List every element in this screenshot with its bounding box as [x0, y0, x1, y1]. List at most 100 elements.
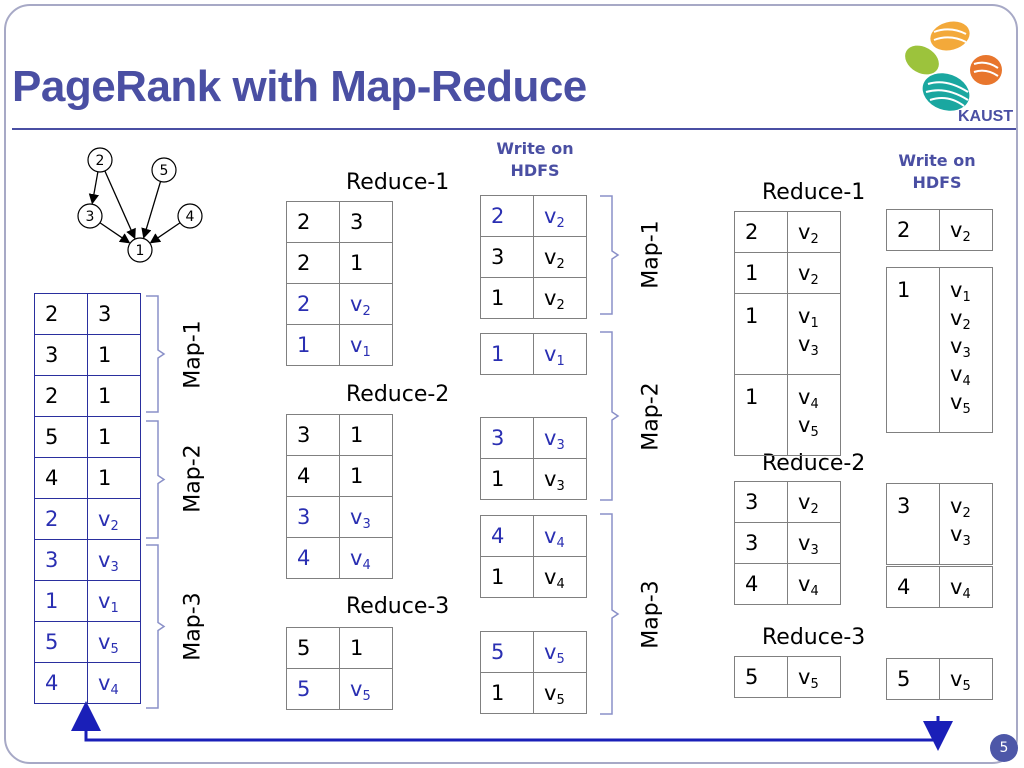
reduce-1-label: Reduce-1	[346, 170, 450, 195]
value-symbol: v	[950, 390, 963, 414]
value-cell: v3	[533, 458, 587, 500]
key-cell: 4	[34, 662, 88, 704]
graph-edge-5-1	[141, 181, 162, 239]
value-symbol: 1	[98, 384, 112, 408]
value-subscript: 3	[556, 479, 565, 494]
key-cell: 4	[286, 455, 340, 497]
key-cell: 2	[286, 242, 340, 284]
value-line: v5	[950, 667, 992, 694]
graph-node-4	[177, 203, 203, 229]
value-symbol: v	[798, 261, 811, 285]
graph-edge-3-1	[99, 222, 131, 244]
right-reduce-3-label: Reduce-3	[762, 625, 866, 650]
value-cell: v2	[787, 211, 841, 253]
key-cell: 5	[886, 658, 940, 700]
value-symbol: v	[544, 565, 557, 589]
key-cell: 2	[886, 209, 940, 251]
value-symbol: 1	[98, 466, 112, 490]
reduce-2-label: Reduce-2	[346, 382, 450, 407]
middle-map-1-label: Map-1	[638, 220, 664, 289]
value-symbol: v	[98, 548, 111, 572]
graph-node-1	[127, 237, 153, 263]
value-subscript: 3	[110, 560, 119, 575]
slide-frame	[4, 4, 1018, 764]
value-symbol: v	[798, 413, 811, 437]
value-cell: v5	[787, 656, 841, 698]
graph-edge-2-1	[104, 170, 136, 240]
key-cell: 3	[734, 522, 788, 564]
value-symbol: 1	[350, 423, 364, 447]
value-symbol: v	[798, 665, 811, 689]
value-symbol: v	[350, 333, 363, 357]
middle-map-3-label: Map-3	[638, 580, 664, 649]
value-cell: v2	[533, 236, 587, 278]
hdfs-label-middle-line-2: HDFS	[510, 161, 560, 180]
key-cell: 2	[286, 201, 340, 243]
value-subscript: 5	[962, 402, 971, 417]
value-subscript: 2	[556, 257, 565, 272]
graph-node-3	[77, 203, 103, 229]
key-cell: 2	[34, 293, 88, 335]
key-cell: 5	[480, 631, 534, 673]
value-subscript: 2	[556, 298, 565, 313]
key-cell: 3	[286, 414, 340, 456]
value-subscript: 3	[962, 346, 971, 361]
key-cell: 5	[286, 668, 340, 710]
value-subscript: 5	[556, 652, 565, 667]
value-subscript: 1	[362, 345, 371, 360]
value-symbol: v	[544, 426, 557, 450]
key-cell: 1	[286, 324, 340, 366]
kaust-logo-text: KAUST	[958, 108, 1014, 125]
value-line: v5	[798, 665, 840, 692]
value-cell: 1	[339, 414, 393, 456]
value-subscript: 1	[556, 354, 565, 369]
value-cell: v2	[533, 195, 587, 237]
key-cell: 2	[734, 211, 788, 253]
value-subscript: 4	[810, 397, 819, 412]
hdfs-label-right: Write on HDFS	[880, 150, 994, 194]
value-cell: 3	[87, 293, 141, 335]
value-line: v2	[950, 304, 992, 332]
graph-node-5	[151, 157, 177, 183]
value-subscript: 5	[810, 677, 819, 692]
value-cell: v5	[533, 631, 587, 673]
value-symbol: v	[350, 677, 363, 701]
value-line: v2	[798, 490, 840, 516]
value-subscript: 4	[110, 683, 119, 698]
key-cell: 4	[480, 515, 534, 557]
key-cell: 1	[34, 580, 88, 622]
value-symbol: v	[950, 278, 963, 302]
value-symbol: v	[798, 385, 811, 409]
value-symbol: 1	[98, 425, 112, 449]
key-cell: 3	[734, 481, 788, 523]
value-symbol: v	[544, 204, 557, 228]
graph-node-label: 2	[96, 153, 105, 169]
value-subscript: 5	[962, 679, 971, 694]
